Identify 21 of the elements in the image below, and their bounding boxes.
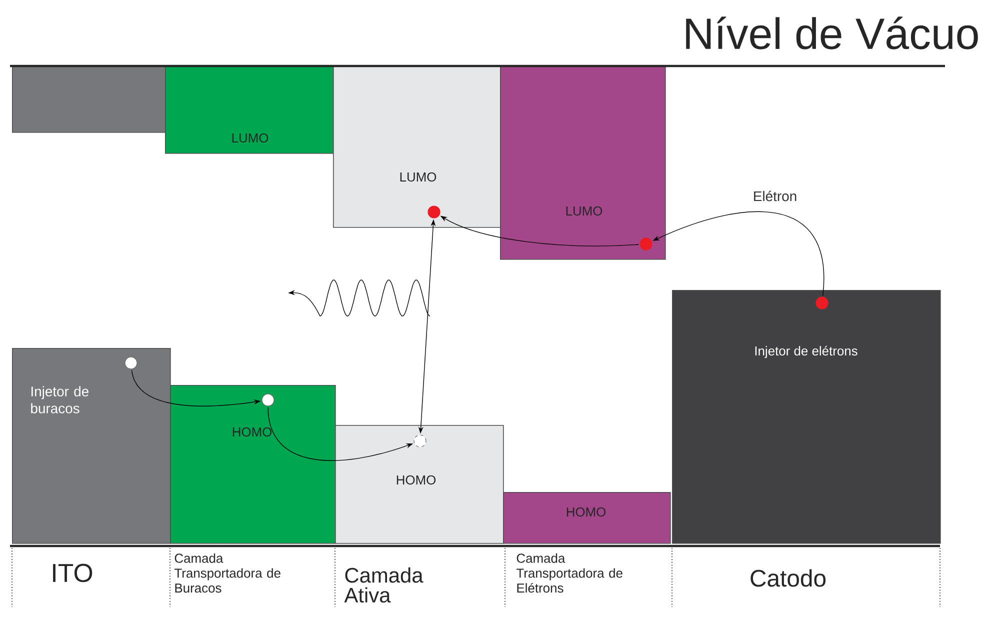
energy-level-box: Injetor de elétrons [672,290,941,544]
layer-label: Catodo [750,569,826,587]
energy-level-box: HOMO [170,384,336,544]
charge-dot [262,394,274,406]
layer-block [12,66,166,133]
energy-level-box: LUMO [165,66,334,154]
charge-dot [414,434,426,448]
charge-dot [640,238,652,250]
energy-level-box: LUMO [333,66,501,228]
energy-level-box: Injetor de buracos [12,348,171,544]
charge-dot [816,296,828,310]
layer-label: ITO [53,564,92,582]
energy-level-box: HOMO [335,424,504,544]
layer-label: Camada Ativa [344,567,424,603]
layer-label: Camada Transportadora de Buracos [174,553,280,593]
energy-level-box: HOMO [503,492,671,544]
charge-dot [124,356,138,370]
energy-level-box: LUMO [500,66,666,260]
edge-label: Elétron [752,190,798,202]
charge-dot [428,206,440,218]
title: Nível de Vácuo [686,16,978,50]
